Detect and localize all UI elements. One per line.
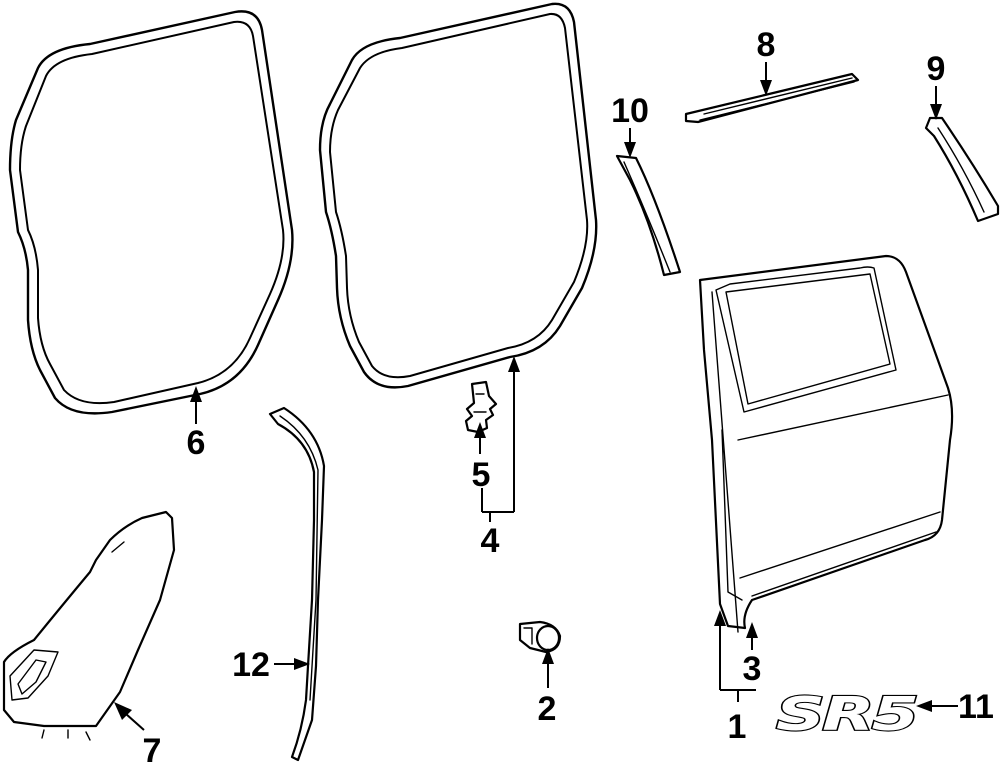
weatherstrip-left xyxy=(8,10,294,415)
callout-9: 9 xyxy=(927,50,946,88)
belt-moulding xyxy=(684,72,860,124)
callout-2: 2 xyxy=(538,690,557,728)
leader-lines xyxy=(114,62,958,731)
sr5-emblem: SR5 xyxy=(776,687,916,741)
callout-1: 1 xyxy=(728,708,747,746)
callout-5: 5 xyxy=(472,456,491,494)
callout-12: 12 xyxy=(232,646,270,684)
callout-11: 11 xyxy=(958,688,994,726)
pillar-garnish-front xyxy=(615,154,682,277)
callout-8: 8 xyxy=(757,26,776,64)
pillar-garnish-rear xyxy=(924,116,1000,223)
connector-plug xyxy=(518,620,562,654)
door-shell xyxy=(698,254,954,633)
clip xyxy=(464,380,498,434)
callout-4: 4 xyxy=(481,522,500,560)
callout-6: 6 xyxy=(187,424,206,462)
callout-10: 10 xyxy=(611,92,649,130)
trim-panel xyxy=(2,510,176,741)
channel-strip xyxy=(268,406,326,762)
callout-7: 7 xyxy=(143,732,162,770)
callout-3: 3 xyxy=(743,650,762,688)
weatherstrip-right xyxy=(318,2,598,389)
